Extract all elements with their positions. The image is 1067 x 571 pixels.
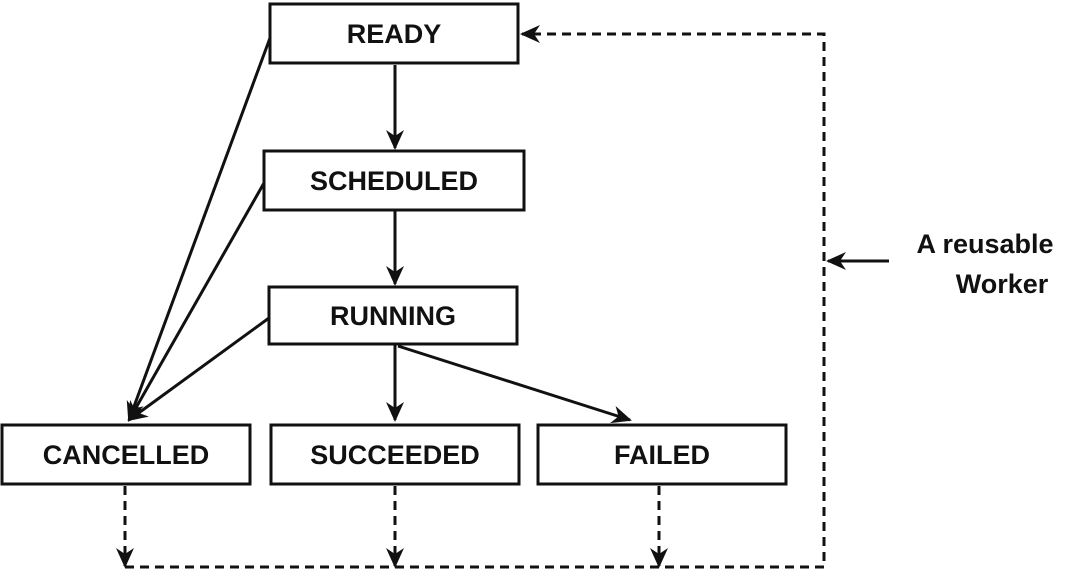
state-scheduled: SCHEDULED <box>262 149 526 212</box>
state-running: RUNNING <box>267 285 519 346</box>
arrow-running-to-failed <box>397 344 632 424</box>
state-failed: FAILED <box>536 423 788 486</box>
state-failed-label: FAILED <box>614 440 710 470</box>
state-succeeded-label: SUCCEEDED <box>310 440 480 470</box>
state-succeeded: SUCCEEDED <box>269 423 521 486</box>
state-cancelled-label: CANCELLED <box>43 440 210 470</box>
state-ready-label: READY <box>347 19 442 49</box>
state-scheduled-label: SCHEDULED <box>310 166 478 196</box>
state-ready: READY <box>268 2 520 65</box>
state-cancelled: CANCELLED <box>0 423 252 486</box>
note-line-2: Worker <box>956 269 1049 299</box>
arrow-running-to-cancelled <box>127 316 270 422</box>
state-running-label: RUNNING <box>330 301 456 331</box>
note-line-1: A reusable <box>916 229 1053 259</box>
arrow-scheduled-to-cancelled <box>127 182 266 422</box>
dashed-return-to-ready <box>125 25 826 569</box>
arrow-ready-to-cancelled <box>126 37 272 422</box>
